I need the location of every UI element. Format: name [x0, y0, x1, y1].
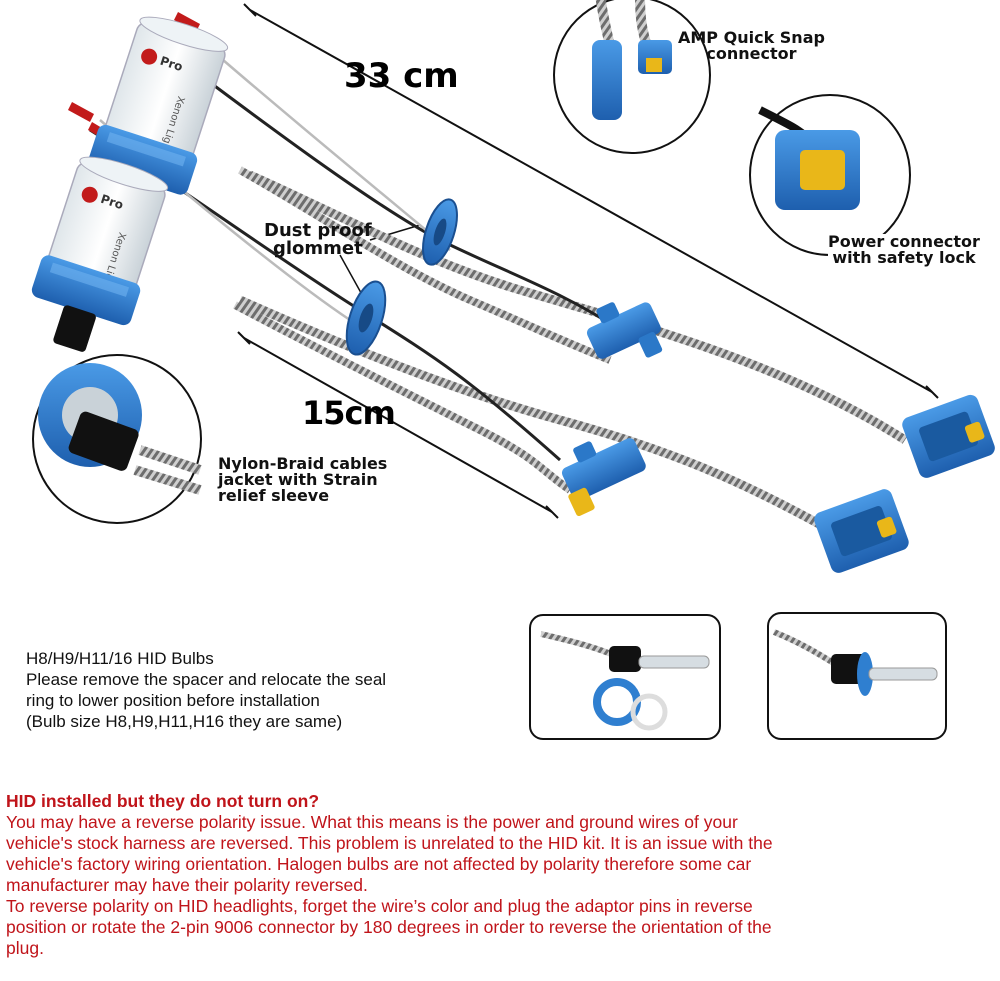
bulb-notes-title: H8/H9/H11/16 HID Bulbs: [26, 649, 214, 668]
cables-callout: Nylon-Braid cables jacket with Strain re…: [218, 454, 388, 505]
power-connector-1: [902, 394, 995, 478]
amp-connector-1: [586, 302, 663, 359]
dimension-label-15cm: 15cm: [302, 394, 396, 432]
faq-line: manufacturer may have their polarity rev…: [6, 875, 368, 895]
dimension-line-15cm: [243, 337, 553, 513]
amp-connector-2: [561, 438, 646, 517]
bulb-notes-line: Please remove the spacer and relocate th…: [26, 670, 387, 689]
dimension-label-33cm: 33 cm: [344, 56, 459, 96]
svg-text:Pro: Pro: [99, 192, 125, 212]
faq-line: vehicle's stock harness are reversed. Th…: [6, 833, 773, 853]
faq-line: plug.: [6, 938, 44, 958]
power-connector-2: [814, 489, 909, 573]
hid-harness-illustration: Pro Xenon Light Pro Xenon Light: [31, 0, 995, 573]
amp-connector-zoom-inset: [553, 0, 711, 154]
faq-question: HID installed but they do not turn on?: [6, 791, 320, 811]
bulb-seal-relocated-photo: [767, 612, 947, 740]
strain-relief-zoom-inset: [32, 354, 202, 524]
faq-line: You may have a reverse polarity issue. W…: [6, 812, 738, 832]
power-connector-callout: Power connector with safety lock: [828, 232, 980, 267]
faq-line: position or rotate the 2-pin 9006 connec…: [6, 917, 772, 937]
polarity-faq: HID installed but they do not turn on? Y…: [6, 791, 996, 959]
amp-connector-callout: AMP Quick Snap connector: [678, 28, 825, 63]
bulb-notes-line: (Bulb size H8,H9,H11,H16 they are same): [26, 712, 343, 731]
faq-line: vehicle's factory wiring orientation. Ha…: [6, 854, 752, 874]
power-connector-zoom-inset: [749, 94, 911, 256]
grommet-callout: Dust proof glommet: [264, 220, 372, 259]
bulb-notes-line: ring to lower position before installati…: [26, 691, 320, 710]
faq-line: To reverse polarity on HID headlights, f…: [6, 896, 753, 916]
xenon-bulb-lower: Pro Xenon Light: [31, 156, 169, 352]
dimension-line-33cm: [249, 9, 933, 393]
bulb-notes: H8/H9/H11/16 HID Bulbs Please remove the…: [26, 648, 526, 732]
dust-grommet-upper: [422, 198, 458, 266]
bulb-with-spacer-photo: [529, 614, 721, 740]
dust-grommet-lower: [345, 280, 387, 356]
bulb-brand-text: Pro: [158, 54, 184, 74]
